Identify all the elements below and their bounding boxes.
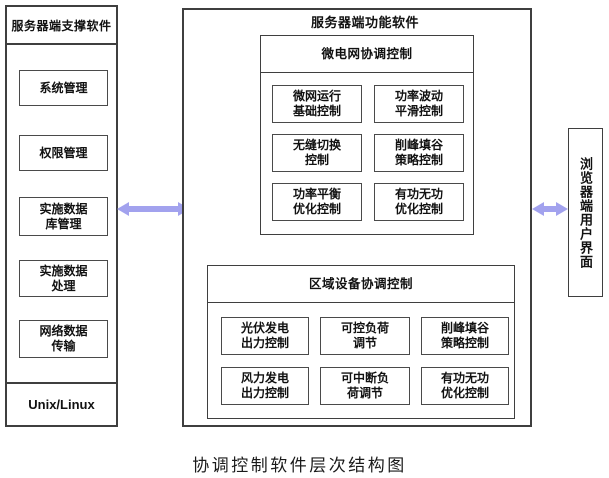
region-item-wind-output-control: 风力发电 出力控制 [221, 367, 309, 405]
support-panel-os-label: Unix/Linux [28, 397, 95, 412]
arrow-head-right-icon [556, 202, 568, 216]
function-panel-title: 服务器端功能软件 [310, 15, 419, 30]
microgrid-item-peak-shaving-strategy: 削峰填谷 策略控制 [374, 134, 464, 172]
support-item-database-management: 实施数据 库管理 [19, 197, 108, 236]
microgrid-item-power-balance-optimization: 功率平衡 优化控制 [272, 183, 362, 221]
region-item-peak-shaving-strategy: 削峰填谷 策略控制 [421, 317, 509, 355]
support-item-system-management: 系统管理 [19, 70, 108, 106]
region-grid: 光伏发电 出力控制 可控负荷 调节 削峰填谷 策略控制 风力发电 出力控制 可中… [208, 303, 514, 405]
support-item-network-transmission: 网络数据 传输 [19, 320, 108, 358]
microgrid-item-seamless-switching: 无缝切换 控制 [272, 134, 362, 172]
regional-device-control-group: 区域设备协调控制 光伏发电 出力控制 可控负荷 调节 削峰填谷 策略控制 风力发… [207, 265, 515, 419]
browser-panel-title: 浏览器端用户界面 [578, 156, 593, 269]
microgrid-item-power-fluctuation-smoothing: 功率波动 平滑控制 [374, 85, 464, 123]
support-item-permission-management: 权限管理 [19, 135, 108, 171]
microgrid-item-active-reactive-optimization: 有功无功 优化控制 [374, 183, 464, 221]
microgrid-control-group: 微电网协调控制 微网运行 基础控制 功率波动 平滑控制 无缝切换 控制 削峰填谷… [260, 35, 474, 235]
arrow-head-left-icon [532, 202, 544, 216]
microgrid-grid: 微网运行 基础控制 功率波动 平滑控制 无缝切换 控制 削峰填谷 策略控制 功率… [261, 73, 473, 221]
microgrid-group-title: 微电网协调控制 [261, 36, 473, 73]
region-item-interruptible-load-regulation: 可中断负 荷调节 [320, 367, 410, 405]
region-item-active-reactive-optimization: 有功无功 优化控制 [421, 367, 509, 405]
support-panel-divider [7, 382, 116, 384]
function-software-panel: 服务器端功能软件 微电网协调控制 微网运行 基础控制 功率波动 平滑控制 无缝切… [182, 8, 532, 427]
region-item-controllable-load-regulation: 可控负荷 调节 [320, 317, 410, 355]
diagram-caption: 协调控制软件层次结构图 [192, 456, 407, 475]
support-software-panel: 服务器端支撑软件 系统管理 权限管理 实施数据 库管理 实施数据 处理 网络数据… [5, 5, 118, 427]
region-group-title: 区域设备协调控制 [208, 266, 514, 303]
arrow-body [541, 206, 559, 212]
microgrid-item-basic-operation-control: 微网运行 基础控制 [272, 85, 362, 123]
support-function-bidirectional-arrow-icon [117, 202, 190, 216]
region-item-pv-output-control: 光伏发电 出力控制 [221, 317, 309, 355]
support-panel-title: 服务器端支撑软件 [7, 7, 116, 45]
support-item-data-processing: 实施数据 处理 [19, 260, 108, 297]
arrow-head-left-icon [117, 202, 129, 216]
browser-ui-panel: 浏览器端用户界面 [568, 128, 603, 297]
arrow-body [126, 206, 181, 212]
function-browser-bidirectional-arrow-icon [532, 202, 568, 216]
